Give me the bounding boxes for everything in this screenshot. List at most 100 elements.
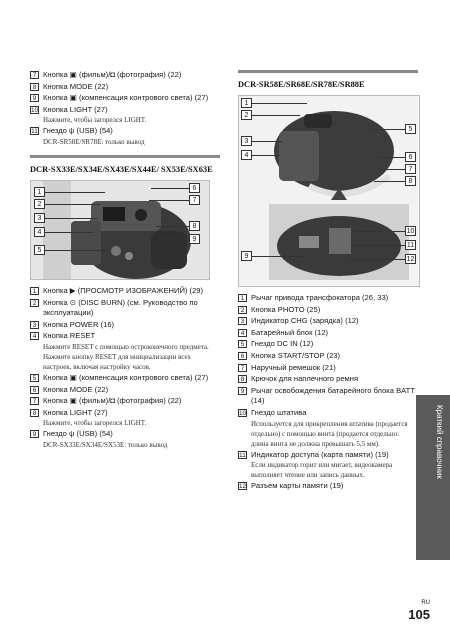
- callout-leader: [354, 231, 405, 232]
- item-number: 8: [238, 375, 247, 384]
- callout-leader: [252, 115, 300, 116]
- item-text: Индикатор CHG (зарядка) (12): [251, 316, 359, 326]
- item-number: 4: [30, 332, 39, 341]
- section-heading: DCR-SR58E/SR68E/SR78E/SR88E: [238, 80, 365, 89]
- callout-leader: [45, 249, 105, 251]
- callout-leader: [351, 245, 405, 246]
- list-item: 8 Кнопка LIGHT (27) Нажмите, чтобы загор…: [30, 408, 220, 429]
- list-item: 3 Кнопка POWER (16): [30, 320, 220, 331]
- callout-leader: [149, 199, 189, 201]
- item-number: 10: [238, 408, 247, 417]
- item-note: Используется для прикрепления штатива (п…: [251, 419, 408, 448]
- item-text: Кнопка START/STOP (23): [251, 350, 341, 360]
- item-text: Кнопка ⊙ (DISC BURN) (см. Руководство по…: [43, 297, 198, 318]
- list-item: 11 Гнездо ψ (USB) (54) DCR-SR58E/SR78E: …: [30, 126, 220, 147]
- figure-callout: 9: [189, 233, 200, 244]
- item-text: Рычаг привода трансфокатора (26, 33): [251, 293, 389, 302]
- item-number: 11: [30, 127, 39, 136]
- list-item: 7 Наручный ремешок (21): [238, 363, 418, 374]
- top-item-list: 7 Кнопка ▣ (фильм)/◘ (фотография) (22) 8…: [30, 70, 220, 147]
- callout-leader: [369, 129, 405, 130]
- item-number: 8: [30, 408, 39, 417]
- figure-callout: 11: [405, 240, 416, 250]
- item-text: Батарейный блок (12): [251, 327, 329, 337]
- list-item: 6 Кнопка START/STOP (23): [238, 351, 418, 362]
- item-text: Разъем карты памяти (19): [251, 481, 344, 491]
- list-item: 2 Кнопка ⊙ (DISC BURN) (см. Руководство …: [30, 298, 220, 319]
- callout-leader: [252, 256, 304, 257]
- item-number: 1: [238, 294, 247, 302]
- callout-leader: [252, 155, 280, 156]
- item-note: Нажмите RESET с помощью остроконечного п…: [43, 342, 209, 371]
- item-text: Кнопка MODE (22): [43, 384, 109, 394]
- list-item: 5 Кнопка ▣ (компенсация контрового света…: [30, 373, 220, 384]
- item-number: 6: [30, 385, 39, 394]
- figure-callout: 5: [34, 244, 45, 255]
- section-divider: [30, 154, 220, 158]
- item-number: 12: [238, 482, 247, 491]
- figure-callout: 1: [34, 186, 45, 197]
- item-number: 6: [238, 351, 247, 360]
- list-item: 4 Батарейный блок (12): [238, 328, 418, 339]
- callout-leader: [374, 181, 405, 182]
- figure-callout: 3: [241, 136, 252, 146]
- item-text: Кнопка LIGHT (27): [43, 407, 108, 417]
- item-text: Гнездо штатива: [251, 407, 307, 417]
- section-tab-label: Краткий справочник: [435, 405, 444, 479]
- item-number: 7: [30, 397, 39, 406]
- camcorder-illustration: [31, 180, 209, 279]
- list-item: 8 Кнопка MODE (22): [30, 82, 220, 93]
- item-text: Кнопка LIGHT (27): [43, 104, 108, 114]
- callout-leader: [349, 259, 405, 260]
- item-text: Рычаг освобождения батарейного блока BAT…: [251, 385, 415, 406]
- figure-callout: 6: [189, 182, 200, 193]
- figure-callout: 5: [405, 124, 416, 134]
- item-text: Наручный ремешок (21): [251, 362, 336, 372]
- list-item: 5 Гнездо DC IN (12): [238, 339, 418, 350]
- item-text: Кнопка ▣ (фильм)/◘ (фотография) (22): [43, 70, 182, 79]
- item-number: 9: [30, 430, 39, 439]
- item-note: Если индикатор горит или мигает, видеока…: [251, 461, 393, 480]
- item-number: 3: [30, 320, 39, 329]
- list-item: 9 Рычаг освобождения батарейного блока B…: [238, 386, 418, 407]
- callout-leader: [379, 169, 405, 170]
- callout-leader: [45, 217, 97, 219]
- item-text: Кнопка ▣ (компенсация контрового света) …: [43, 372, 209, 382]
- item-number: 2: [30, 298, 39, 307]
- camcorder-photo-sr: 1 2 3 4 5 6 7 8 9 10 11 12: [238, 95, 420, 287]
- figure-callout: 4: [34, 226, 45, 237]
- item-number: 8: [30, 82, 39, 91]
- figure-callout: 3: [34, 212, 45, 223]
- section-divider: [238, 70, 418, 73]
- list-item: 10 Гнездо штатива Используется для прикр…: [238, 408, 418, 449]
- list-item: 1 Кнопка ▶ (ПРОСМОТР ИЗОБРАЖЕНИЙ) (29): [30, 286, 220, 297]
- figure-callout: 2: [34, 198, 45, 209]
- item-note: DCR-SX33E/SX34E/SX53E: только вывод: [43, 440, 168, 449]
- callout-leader: [252, 141, 282, 142]
- figure-callout: 8: [189, 220, 200, 231]
- item-number: 9: [30, 94, 39, 103]
- list-item: 9 Гнездо ψ (USB) (54) DCR-SX33E/SX34E/SX…: [30, 429, 220, 450]
- item-text: Кнопка ▶ (ПРОСМОТР ИЗОБРАЖЕНИЙ) (29): [43, 285, 204, 295]
- item-text: Кнопка MODE (22): [43, 81, 109, 91]
- page-language: RU: [421, 600, 430, 606]
- item-text: Гнездо ψ (USB) (54): [43, 126, 113, 136]
- item-note: DCR-SR58E/SR78E: только вывод: [43, 137, 145, 146]
- item-note: Нажмите, чтобы загорелся LIGHT.: [43, 419, 147, 428]
- list-item: 3 Индикатор CHG (зарядка) (12): [238, 316, 418, 327]
- callout-leader: [45, 231, 93, 233]
- list-item: 7 Кнопка ▣ (фильм)/◘ (фотография) (22): [30, 70, 220, 81]
- callout-leader: [45, 203, 100, 205]
- page-number: 105: [408, 607, 430, 622]
- item-text: Кнопка ▣ (фильм)/◘ (фотография) (22): [43, 396, 182, 406]
- figure-callout: 9: [241, 251, 252, 261]
- item-number: 4: [238, 328, 247, 337]
- right-column: DCR-SR58E/SR68E/SR78E/SR88E 1 2 3 4 5 6 …: [238, 70, 420, 493]
- list-item: 6 Кнопка MODE (22): [30, 385, 220, 396]
- item-text: Кнопка PHOTO (25): [251, 304, 321, 314]
- figure-callout: 8: [405, 176, 416, 186]
- item-number: 2: [238, 305, 247, 314]
- item-number: 1: [30, 286, 39, 295]
- item-number: 10: [30, 105, 39, 114]
- item-text: Кнопка ▣ (компенсация контрового света) …: [43, 93, 209, 103]
